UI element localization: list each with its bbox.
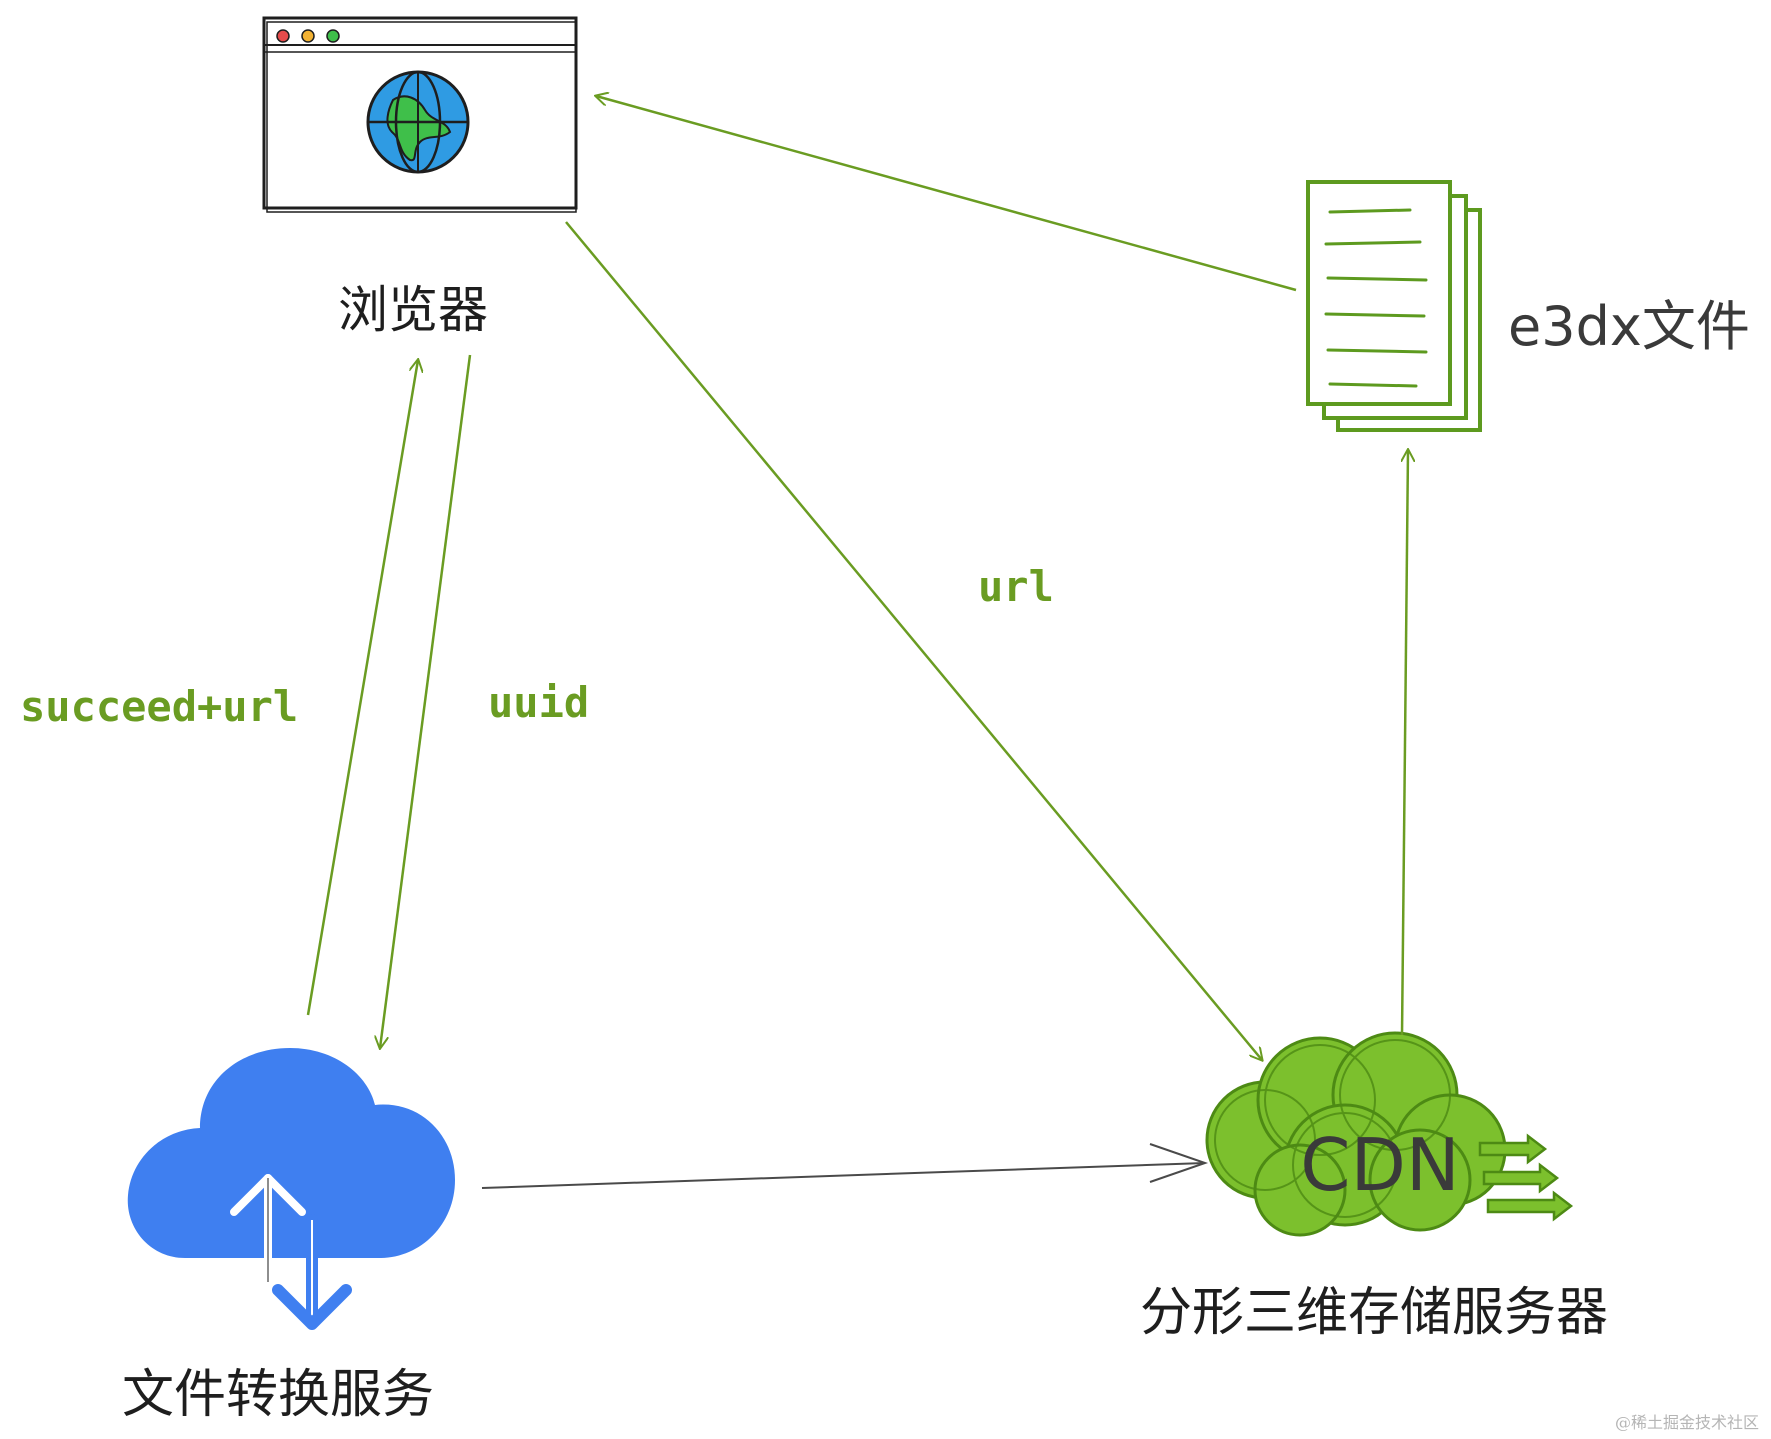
arrow-converter-to-browser [306, 360, 418, 1016]
browser-label: 浏览器 [338, 281, 488, 339]
cdn-badge: CDN [1300, 1123, 1460, 1207]
globe-icon [366, 70, 470, 174]
edge-label-uuid: uuid [488, 678, 590, 727]
upload-download-cloud-icon [127, 1048, 455, 1330]
watermark: @稀土掘金技术社区 [1614, 1413, 1759, 1432]
arrow-cdn-to-file [1400, 450, 1408, 1036]
browser-icon [262, 16, 578, 213]
file-label: e3dx文件 [1508, 295, 1750, 358]
arrow-converter-to-cdn [481, 1143, 1209, 1189]
converter-label: 文件转换服务 [122, 1365, 435, 1425]
document-stack-icon [1306, 180, 1482, 432]
arrow-file-to-browser [596, 96, 1297, 292]
edge-label-succeed-url: succeed+url [20, 682, 299, 731]
arrow-browser-to-converter [380, 354, 472, 1048]
edge-label-url: url [978, 562, 1054, 611]
cdn-server-label: 分形三维存储服务器 [1140, 1283, 1609, 1343]
arrow-browser-to-cdn [565, 221, 1262, 1060]
cdn-cloud-icon: CDN [1205, 1031, 1574, 1237]
